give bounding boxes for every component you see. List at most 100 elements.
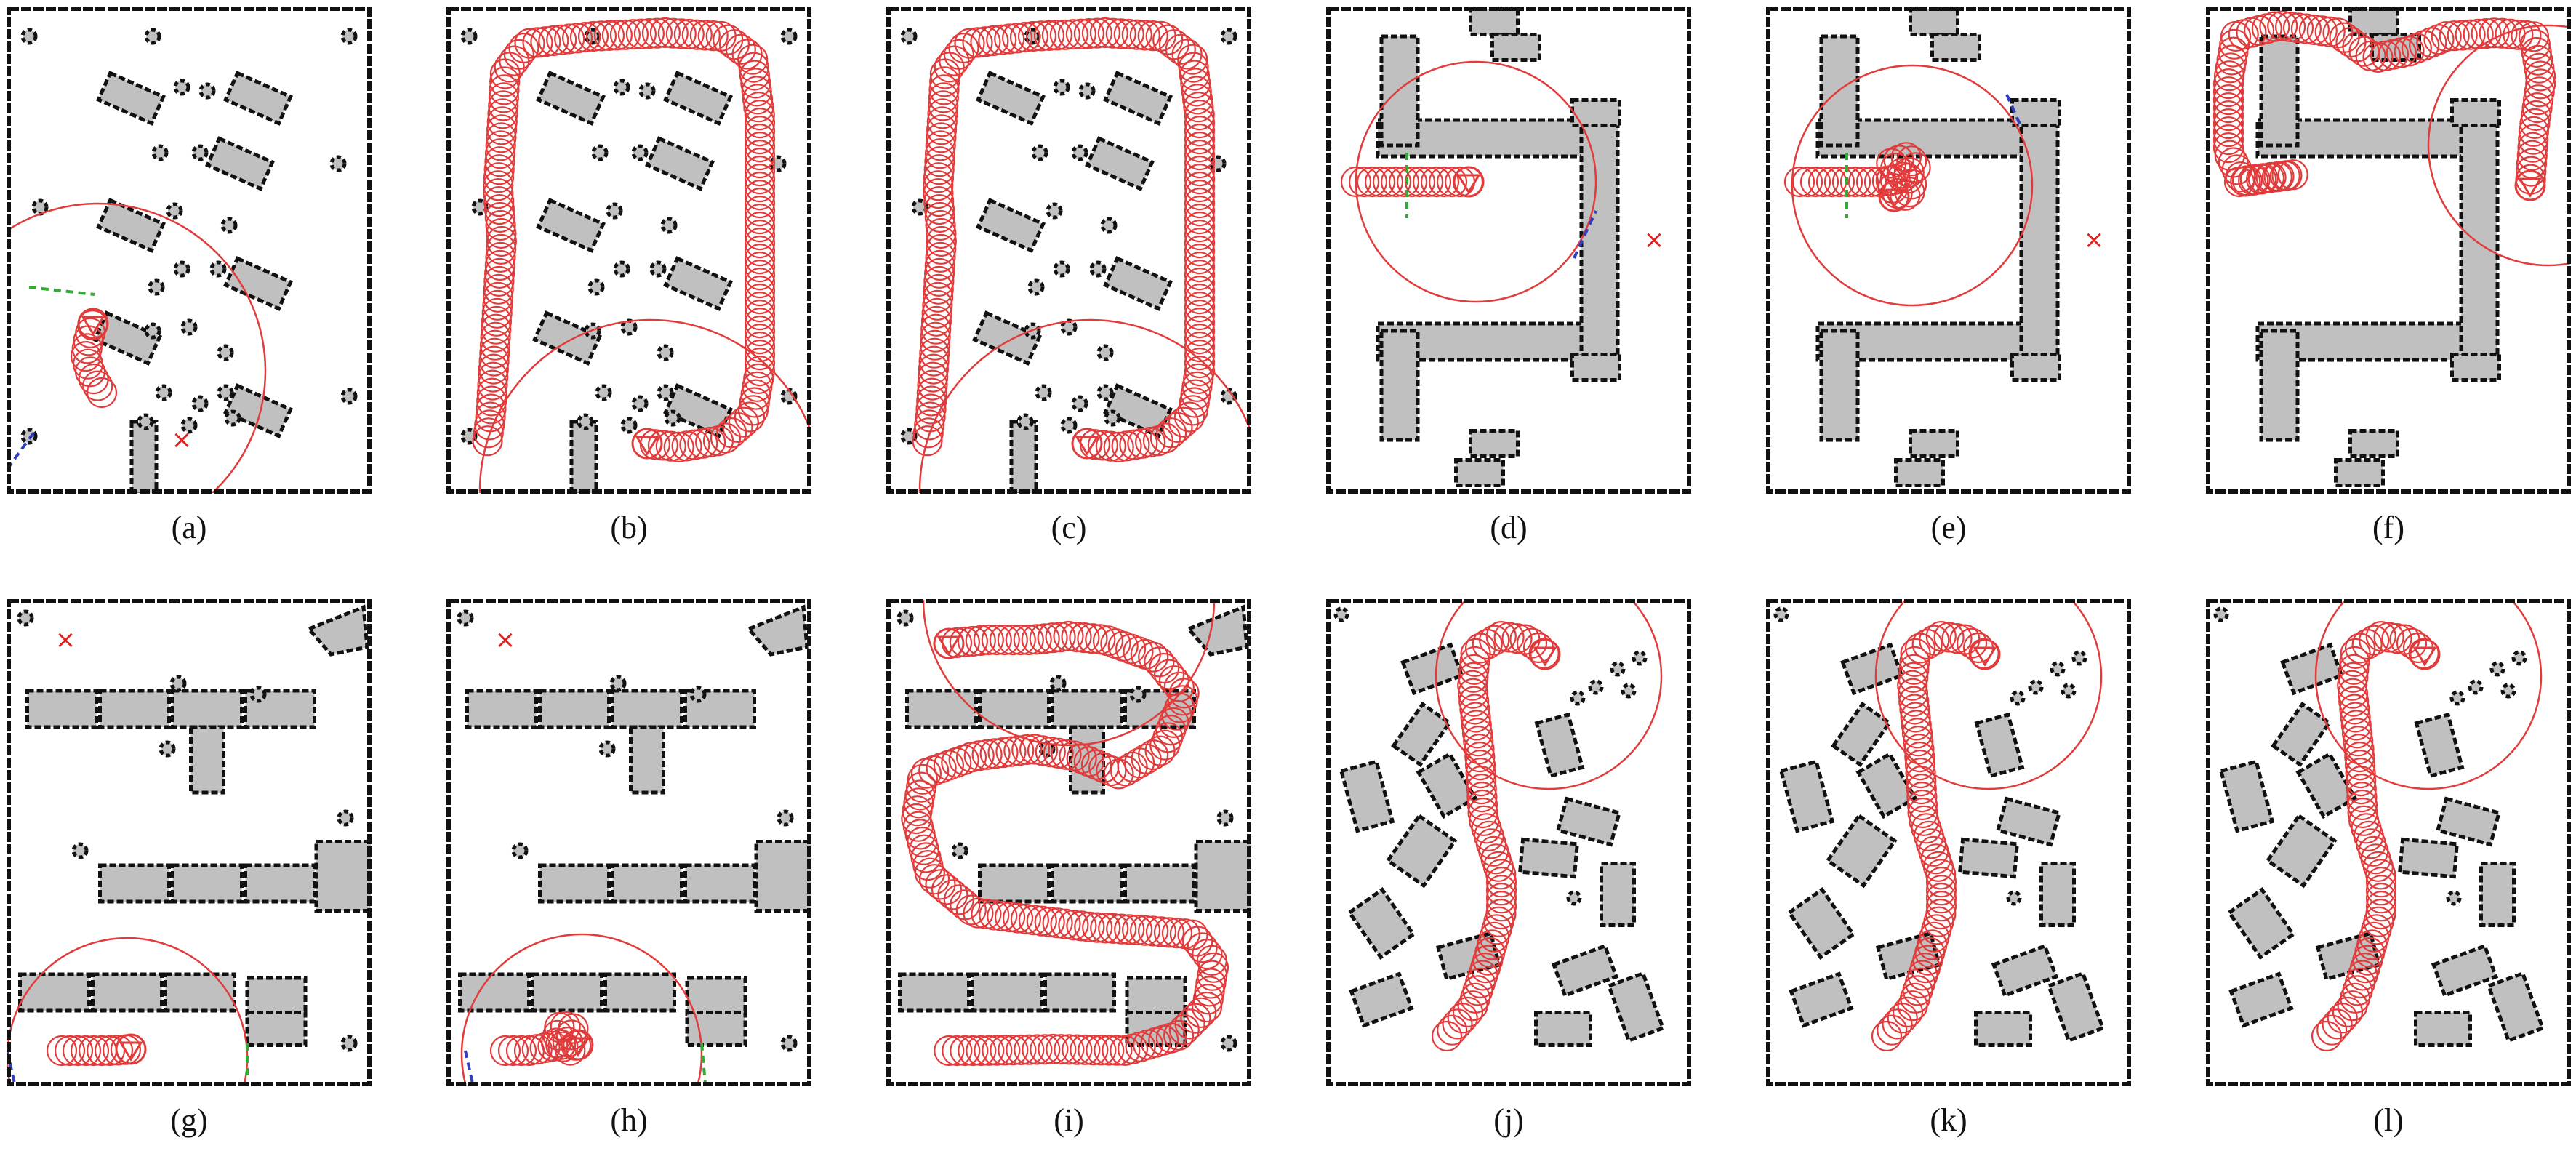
sensor-range-circle <box>1874 600 2103 790</box>
map-border <box>1326 599 1691 1086</box>
trajectory-footprint <box>485 209 516 241</box>
trajectory-footprint <box>923 194 955 225</box>
wall-left-lower <box>1379 329 1420 442</box>
trajectory-footprint <box>1897 670 1928 701</box>
trajectory-footprint <box>1184 292 1216 323</box>
trajectory-footprint <box>1081 17 1112 49</box>
trajectory-footprint <box>744 228 776 259</box>
trajectory-footprint <box>1461 710 1492 741</box>
trajectory-footprint <box>483 257 515 289</box>
trajectory-footprint <box>1485 899 1517 930</box>
trajectory-footprint <box>2298 14 2330 46</box>
trajectory-footprint <box>943 884 975 915</box>
map-border <box>1326 7 1691 494</box>
trajectory-footprint <box>931 874 963 905</box>
trajectory-footprint <box>1184 276 1216 307</box>
pillar-obstacle <box>71 842 89 859</box>
trajectory-footprint <box>2338 686 2370 717</box>
obstacle-block <box>1606 971 1666 1043</box>
trajectory-footprint <box>1181 76 1212 107</box>
trajectory-footprint <box>914 857 946 889</box>
trajectory-footprint <box>1184 316 1216 347</box>
trajectory-footprint <box>481 313 512 345</box>
trajectory-footprint <box>1466 789 1498 821</box>
obstacle-block <box>458 972 531 1013</box>
obstacle-block <box>663 71 733 126</box>
trajectory-footprint <box>744 252 776 283</box>
trajectory-footprint <box>740 68 771 99</box>
trajectory-footprint <box>1087 430 1118 461</box>
trajectory-footprint <box>483 170 514 201</box>
pillar-obstacle <box>2006 890 2022 906</box>
trajectory-footprint <box>2511 20 2542 52</box>
trajectory-footprint <box>1181 84 1213 115</box>
obstacle-block <box>976 71 1046 126</box>
trajectory-footprint <box>744 164 776 195</box>
wall-stub <box>569 420 598 493</box>
trajectory-footprint <box>963 897 994 929</box>
robot-heading-icon <box>936 635 961 656</box>
trajectory-footprint <box>2245 164 2277 195</box>
obstacle-block <box>971 972 1043 1013</box>
map-border <box>446 599 811 1086</box>
obstacle-block <box>1974 712 2025 779</box>
pillar-obstacle <box>191 395 209 412</box>
trajectory-footprint <box>1017 20 1049 52</box>
trajectory-footprint <box>1073 746 1104 777</box>
trajectory-footprint <box>2447 20 2478 51</box>
trajectory-footprint <box>1458 654 1490 685</box>
pillar-obstacle <box>340 28 358 45</box>
trajectory-footprint <box>1179 60 1210 91</box>
trajectory-footprint <box>1098 913 1129 944</box>
pillar-obstacle <box>1027 278 1045 296</box>
pillar-obstacle <box>2028 679 2044 695</box>
trajectory-footprint <box>744 268 776 299</box>
trajectory-footprint <box>641 17 673 49</box>
trajectory-footprint <box>744 140 776 171</box>
trajectory-footprint <box>1905 633 1936 664</box>
panel-caption: (c) <box>1051 510 1087 545</box>
trajectory-footprint <box>1925 620 1957 652</box>
pillar-obstacle <box>2511 650 2527 666</box>
trajectory-footprint <box>1911 628 1943 660</box>
trajectory-footprint <box>484 249 515 281</box>
pillar-obstacle <box>649 260 667 278</box>
trajectory-footprint <box>1464 750 1496 781</box>
trajectory-footprint <box>482 289 513 321</box>
trajectory-footprint <box>2338 654 2370 685</box>
robot-body <box>1071 428 1103 460</box>
trajectory-footprint <box>744 180 776 211</box>
trajectory-footprint <box>1372 166 1404 198</box>
trajectory-footprint <box>1184 356 1216 387</box>
trajectory-footprint <box>494 52 525 83</box>
panel-caption: (d) <box>1490 510 1527 545</box>
obstacle-block <box>2450 353 2501 382</box>
panel-f <box>2206 7 2571 494</box>
pillar-obstacle <box>631 395 649 412</box>
trajectory-footprint <box>918 353 950 385</box>
trajectory-footprint <box>1127 428 1158 459</box>
frontier-blue <box>1573 210 1597 259</box>
trajectory-footprint <box>483 178 514 209</box>
trajectory-footprint <box>554 23 585 55</box>
obstacle-block <box>1789 971 1854 1028</box>
robot-body <box>1969 638 2001 670</box>
trajectory-footprint <box>1145 916 1177 947</box>
trajectory-footprint <box>1907 797 1938 829</box>
pillar-obstacle <box>1035 384 1052 401</box>
panel-l <box>2206 599 2571 1086</box>
trajectory-footprint <box>1882 1008 1913 1040</box>
sensor-range-circle <box>918 318 1251 493</box>
trajectory-footprint <box>483 273 514 305</box>
obstacle-block <box>2397 837 2460 879</box>
trajectory-footprint <box>601 20 633 51</box>
trajectory-footprint <box>478 361 509 393</box>
trajectory-footprint <box>472 425 503 457</box>
trajectory-footprint <box>1090 913 1121 944</box>
trajectory-footprint <box>2345 633 2376 664</box>
trajectory-footprint <box>1899 646 1930 678</box>
trajectory-footprint <box>2212 92 2244 124</box>
trajectory-footprint <box>1783 166 1815 198</box>
trajectory-footprint <box>1184 228 1216 259</box>
trajectory-footprint <box>1162 412 1193 444</box>
